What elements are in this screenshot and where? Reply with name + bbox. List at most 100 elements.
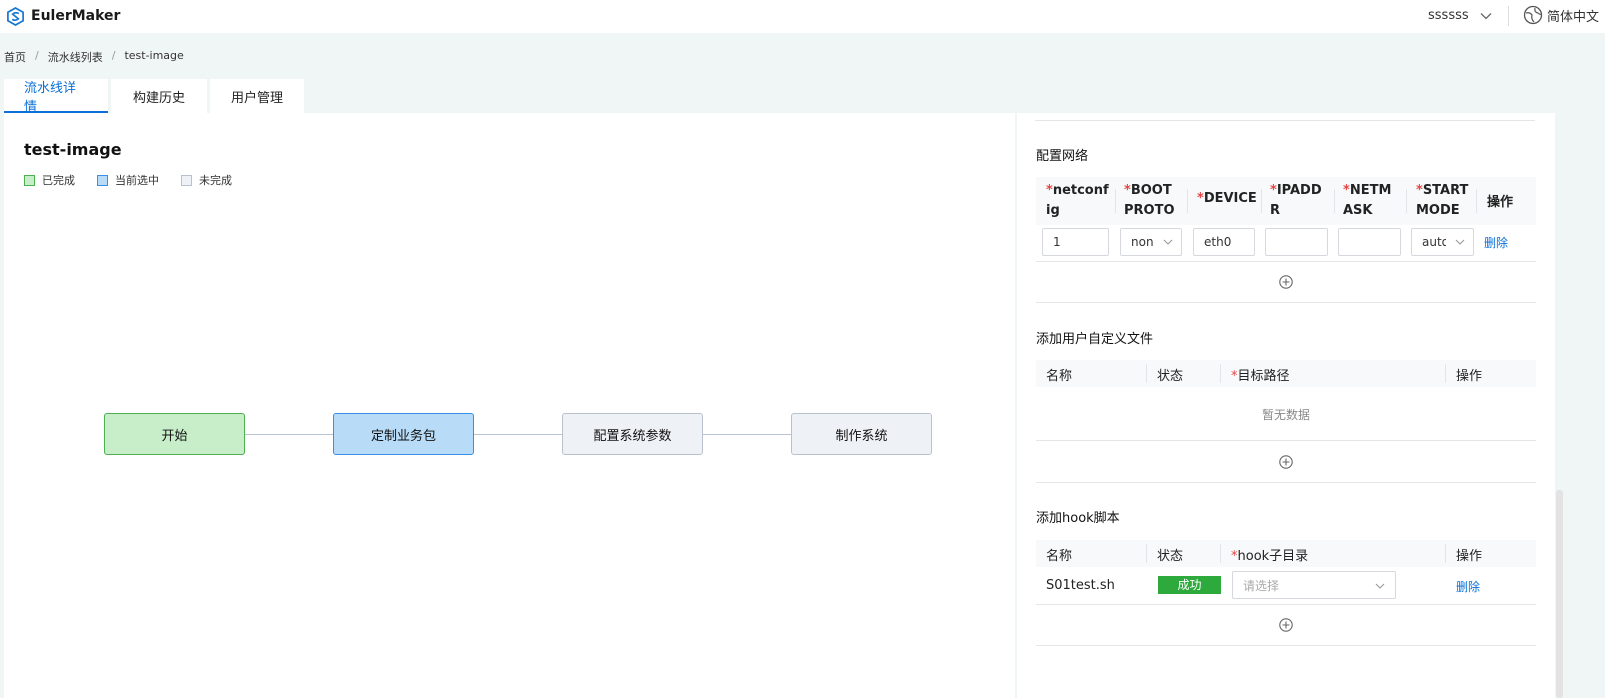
breadcrumb-current: test-image xyxy=(124,49,184,62)
add-file-icon[interactable] xyxy=(1279,455,1293,469)
tab-bar: 流水线详情 构建历史 用户管理 xyxy=(4,79,304,115)
panel-scrollbar[interactable] xyxy=(1556,490,1563,698)
legend-label: 未完成 xyxy=(199,174,232,187)
hooks-table-header: 名称 状态 *hook子目录 操作 xyxy=(1036,540,1536,567)
stage-node-custom-packages[interactable]: 定制业务包 xyxy=(333,413,474,455)
startmode-select[interactable]: auto xyxy=(1411,228,1474,256)
chevron-down-icon xyxy=(1480,12,1492,19)
column-separator xyxy=(1445,544,1446,563)
eulermaker-logo-icon xyxy=(7,6,24,26)
hooks-section-title: 添加hook脚本 xyxy=(1036,511,1120,526)
tab-build-history[interactable]: 构建历史 xyxy=(111,79,207,113)
table-row-divider xyxy=(1036,604,1536,605)
network-section-title: 配置网络 xyxy=(1036,149,1089,164)
breadcrumb-separator: / xyxy=(35,49,39,62)
pipeline-title: test-image xyxy=(24,140,122,159)
column-separator xyxy=(1115,189,1116,213)
files-table-header: 名称 状态 *目标路径 操作 xyxy=(1036,360,1536,387)
language-label: 简体中文 xyxy=(1547,9,1600,25)
chevron-down-icon xyxy=(1163,239,1173,245)
tab-pipeline-details[interactable]: 流水线详情 xyxy=(4,79,108,115)
status-badge: 成功 xyxy=(1158,576,1221,594)
status-legend: 已完成 当前选中 未完成 xyxy=(24,172,232,188)
breadcrumb-home[interactable]: 首页 xyxy=(4,51,26,64)
bootproto-select[interactable]: non xyxy=(1120,228,1182,256)
legend-swatch-selected xyxy=(97,174,108,186)
flow-connector xyxy=(474,434,562,435)
column-separator xyxy=(1220,544,1221,563)
column-separator xyxy=(1187,189,1188,213)
breadcrumb-pipeline-list[interactable]: 流水线列表 xyxy=(47,51,103,64)
col-name: 名称 xyxy=(1046,369,1073,384)
col-action: 操作 xyxy=(1456,369,1483,384)
col-status: 状态 xyxy=(1157,549,1184,564)
column-separator xyxy=(1476,189,1477,213)
chevron-down-icon xyxy=(1455,239,1465,245)
add-hook-icon[interactable] xyxy=(1279,618,1293,632)
tab-user-management[interactable]: 用户管理 xyxy=(210,79,304,113)
legend-label: 已完成 xyxy=(42,174,75,187)
files-empty-text: 暂无数据 xyxy=(1261,408,1310,422)
column-separator xyxy=(1406,189,1407,213)
column-separator xyxy=(1146,364,1147,383)
language-switch[interactable]: 简体中文 xyxy=(1523,5,1599,25)
col-action: 操作 xyxy=(1487,195,1514,210)
add-network-row-icon[interactable] xyxy=(1279,275,1293,289)
delete-hook-button[interactable]: 删除 xyxy=(1456,580,1481,594)
hook-dir-placeholder: 请选择 xyxy=(1243,578,1280,593)
section-divider xyxy=(1036,302,1536,303)
col-status: 状态 xyxy=(1157,369,1184,384)
legend-swatch-completed xyxy=(24,174,35,186)
column-separator xyxy=(1220,364,1221,383)
column-separator xyxy=(1445,364,1446,383)
netmask-input[interactable] xyxy=(1338,228,1401,256)
breadcrumb: 首页 / 流水线列表 / test-image xyxy=(4,49,184,65)
breadcrumb-separator: / xyxy=(111,49,116,62)
device-input[interactable]: eth0 xyxy=(1193,228,1255,256)
col-name: 名称 xyxy=(1046,549,1073,564)
bootproto-value: non xyxy=(1131,235,1154,249)
files-section-title: 添加用户自定义文件 xyxy=(1036,332,1154,347)
col-action: 操作 xyxy=(1456,549,1483,564)
section-divider xyxy=(1036,482,1536,483)
user-menu[interactable]: ssssss xyxy=(1428,8,1493,23)
table-row-divider xyxy=(1036,261,1536,262)
col-target-path: *目标路径 xyxy=(1231,369,1290,384)
username: ssssss xyxy=(1428,8,1469,23)
column-separator xyxy=(1261,189,1262,213)
flow-connector xyxy=(703,434,791,435)
ipaddr-input[interactable] xyxy=(1265,228,1328,256)
stage-node-start[interactable]: 开始 xyxy=(104,413,245,455)
hook-dir-select[interactable]: 请选择 xyxy=(1232,571,1396,599)
chevron-down-icon xyxy=(1375,583,1385,589)
column-separator xyxy=(1334,189,1335,213)
legend-swatch-incomplete xyxy=(181,174,192,186)
legend-selected: 当前选中 xyxy=(97,172,159,188)
netconfig-input[interactable]: 1 xyxy=(1042,228,1109,256)
startmode-value: auto xyxy=(1422,235,1446,249)
col-device: *DEVICE xyxy=(1197,191,1257,206)
delete-network-row-button[interactable]: 删除 xyxy=(1484,236,1509,250)
section-divider xyxy=(1035,120,1535,121)
stage-node-build-system[interactable]: 制作系统 xyxy=(791,413,932,455)
top-header: EulerMaker ssssss 简体中文 xyxy=(0,0,1605,33)
section-divider xyxy=(1036,645,1536,646)
app-name: EulerMaker xyxy=(31,8,121,24)
pipeline-panel: test-image 已完成 当前选中 未完成 开始 定制业务包 配置系统参数 … xyxy=(4,113,1015,698)
globe-icon xyxy=(1523,5,1543,25)
header-divider xyxy=(1508,6,1509,26)
stage-node-system-params[interactable]: 配置系统参数 xyxy=(562,413,703,455)
hook-script-name: S01test.sh xyxy=(1046,578,1115,593)
legend-label: 当前选中 xyxy=(115,174,159,187)
legend-incomplete: 未完成 xyxy=(181,172,232,188)
app-logo[interactable]: EulerMaker xyxy=(6,6,120,26)
column-separator xyxy=(1146,544,1147,563)
pipeline-flow: 开始 定制业务包 配置系统参数 制作系统 xyxy=(104,413,934,457)
